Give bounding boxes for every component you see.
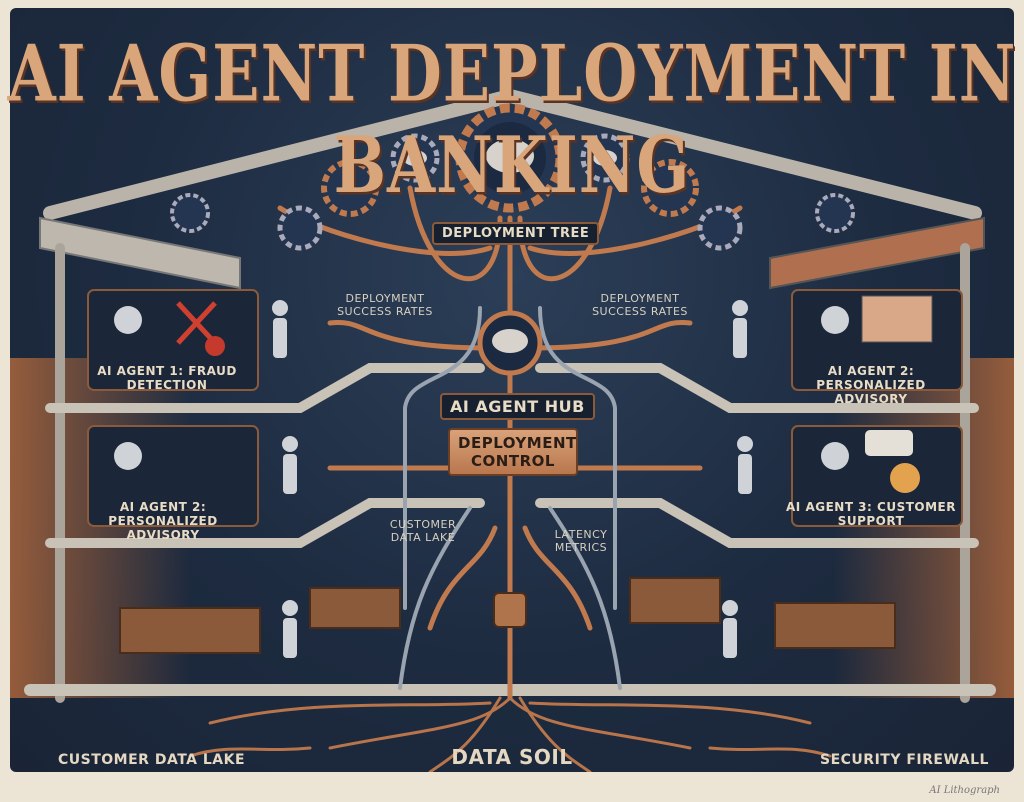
agent-personalized-advisory-right: AI AGENT 2: PERSONALIZED ADVISORY xyxy=(816,364,926,406)
agent-customer-support: AI AGENT 3: CUSTOMER SUPPORT xyxy=(786,500,956,528)
signature: AI Lithograph xyxy=(929,785,1000,796)
padlock-icon xyxy=(493,592,527,628)
brain-icon xyxy=(403,139,617,353)
roof-outline xyxy=(43,88,982,220)
agent-personalized-advisory-left: AI AGENT 2: PERSONALIZED ADVISORY xyxy=(108,500,218,542)
illustration-panel xyxy=(10,8,1014,772)
deployment-tree-label: DEPLOYMENT TREE xyxy=(432,222,600,245)
banking-house-illustration xyxy=(24,88,996,772)
latency-metrics: LATENCY METRICS xyxy=(554,528,608,554)
robot-icon xyxy=(114,300,849,658)
chat-smile-icon xyxy=(865,430,920,493)
deployment-control-button[interactable]: DEPLOYMENT CONTROL xyxy=(448,428,578,476)
fraud-cross-icon xyxy=(176,301,217,345)
profile-card-icon xyxy=(861,295,933,343)
success-rates-left: DEPLOYMENT SUCCESS RATES xyxy=(337,292,433,318)
footer-customer-data-lake: CUSTOMER DATA LAKE xyxy=(58,752,246,768)
page-title: AI AGENT DEPLOYMENT IN BANKING xyxy=(7,28,1017,211)
success-rates-right: DEPLOYMENT SUCCESS RATES xyxy=(592,292,688,318)
bank-desk xyxy=(119,577,896,654)
footer-security-firewall: SECURITY FIREWALL xyxy=(820,752,989,768)
customer-data-lake-metric: CUSTOMER DATA LAKE xyxy=(389,518,457,544)
ai-agent-hub-label: AI AGENT HUB xyxy=(440,393,595,420)
footer-data-soil: DATA SOIL xyxy=(451,745,573,769)
agent-fraud-detection: AI AGENT 1: FRAUD DETECTION xyxy=(97,364,237,392)
